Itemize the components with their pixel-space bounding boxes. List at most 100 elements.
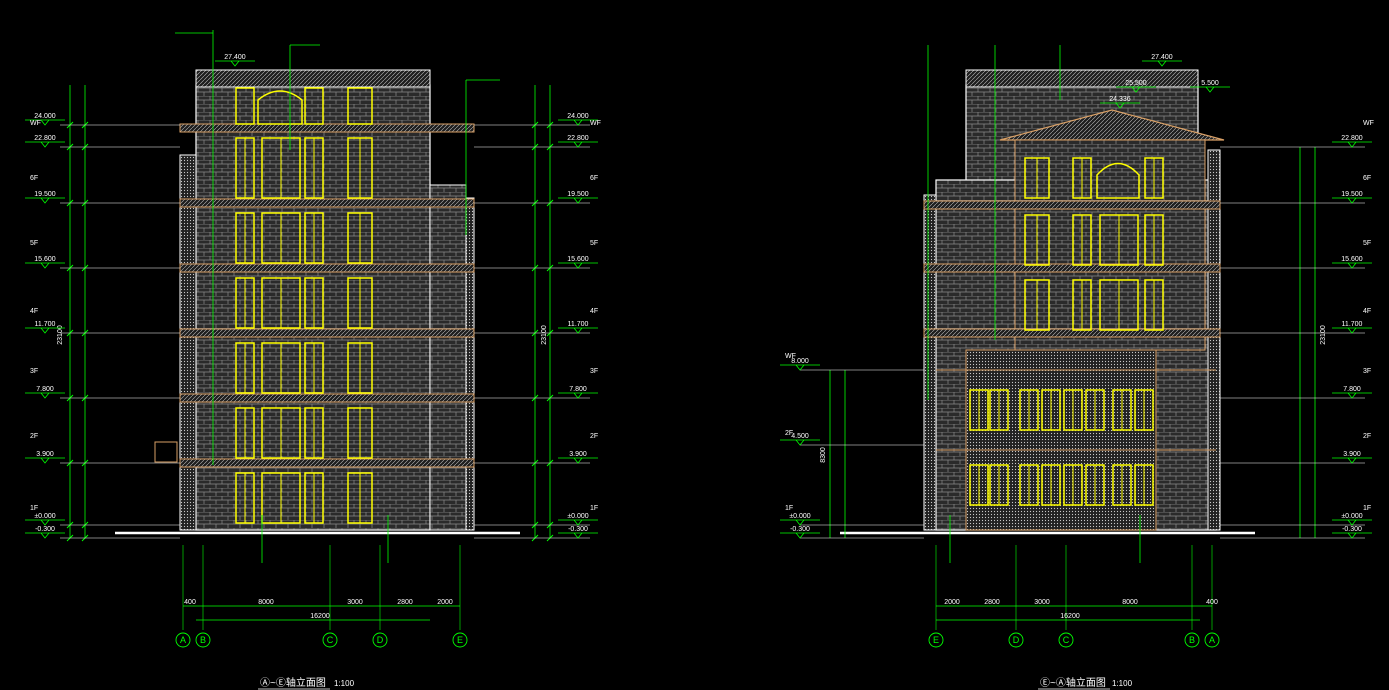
level-symbol [795,364,805,371]
left-height-text: 8300 [820,447,827,463]
cornice-band [179,328,475,338]
level-symbol [1115,102,1125,109]
left-level-value: 22.800 [567,135,589,142]
right-level-value: 22.800 [1341,135,1363,142]
level-symbol [795,532,805,539]
total-span-text: 16200 [1060,613,1080,620]
cornice-band [923,200,1221,210]
level-symbol [1347,327,1357,334]
axis-label: E [457,635,463,645]
total-height-text: 23100 [1320,325,1327,345]
axis-bubble [372,632,388,648]
roof-elevation: 27.400 [224,54,246,61]
axis-label: D [377,635,384,645]
left-level-value: 3.900 [569,451,587,458]
cornice-band [923,263,1221,273]
level-symbol [573,392,583,399]
left-right-wing [429,184,467,531]
left-windows [235,87,373,524]
level-symbol [40,141,50,148]
span-text: 2000 [437,599,453,606]
level-marks: 24.000 24.000 22.800 22.800 19.500 19.500 15.6… [25,54,1374,539]
axis-label: B [200,635,206,645]
left-floor-label: 4F [30,308,38,315]
level-symbol [795,439,805,446]
right-floor-label: 2F [785,430,793,437]
span-text: 400 [184,599,196,606]
span-text: 8000 [1122,599,1138,606]
axis-bubble [1184,632,1200,648]
right-lower-glass-block [965,349,1157,531]
level-symbol [40,392,50,399]
right-level-value: 8.000 [791,358,809,365]
level-symbol [573,119,583,126]
right-floor-label: 6F [1363,175,1371,182]
right-floor-label: WF [1363,120,1374,127]
left-floor-label: 3F [30,368,38,375]
left-level-value: 19.500 [34,191,56,198]
right-floor-label: 1F [785,505,793,512]
left-level-value: 11.700 [35,321,56,328]
level-symbol [40,532,50,539]
axis-bubble [322,632,338,648]
cornice-band [923,328,1221,338]
level-symbol [1347,392,1357,399]
left-roof-parapet [195,69,431,88]
span-text: 3000 [347,599,363,606]
left-floor-label: 6F [30,175,38,182]
right-elevation [840,45,1255,563]
left-floor-label: 6F [590,175,598,182]
axis-bubble [452,632,468,648]
left-floor-label: 3F [590,368,598,375]
level-symbol [40,119,50,126]
left-floor-label: 4F [590,308,598,315]
right-right-edge [1207,149,1221,531]
left-floor-label: WF [590,120,601,127]
left-level-value: 19.500 [567,191,589,198]
left-scale: 1:100 [334,679,355,688]
total-height-text: 23100 [57,325,64,345]
level-symbol [573,532,583,539]
right-center-bay [1014,139,1206,351]
window [235,87,255,125]
right-floor-label: WF [785,353,796,360]
axis-bubble [175,632,191,648]
level-symbol [40,457,50,464]
left-level-value: ±0.000 [567,513,588,520]
axis-bubble [1058,632,1074,648]
level-symbol [1347,532,1357,539]
level-symbol [40,197,50,204]
right-level-value: 15.600 [1341,256,1363,263]
axis-bubble [1008,632,1024,648]
left-floor-label: 2F [30,433,38,440]
span-text: 2800 [984,599,1000,606]
left-level-value: 7.800 [36,386,54,393]
right-title: Ⓔ~Ⓐ轴立面图 [1040,676,1106,689]
gable-elevation: 5.500 [1201,80,1219,87]
left-level-value: 24.000 [567,113,589,120]
right-floor-label: 5F [1363,240,1371,247]
left-facade-wall [195,84,431,531]
left-floor-label: 1F [30,505,38,512]
left-side-wall [179,154,197,531]
right-windows [969,157,1164,506]
cornice-band [179,458,475,468]
level-symbol [1347,141,1357,148]
left-level-value: ±0.000 [34,513,55,520]
axis-bubble [928,632,944,648]
window [347,87,373,125]
right-level-value: 3.900 [1343,451,1361,458]
level-symbol [1347,519,1357,526]
right-level-value: 7.800 [1343,386,1361,393]
level-symbol [230,60,240,67]
left-level-value: 24.000 [34,113,56,120]
span-text: 2000 [944,599,960,606]
level-symbol [795,519,805,526]
level-symbol [1347,197,1357,204]
left-floor-label: 2F [590,433,598,440]
right-level-value: 11.700 [1342,321,1363,328]
left-title: Ⓐ~Ⓔ轴立面图 [260,676,326,689]
level-symbol [40,262,50,269]
